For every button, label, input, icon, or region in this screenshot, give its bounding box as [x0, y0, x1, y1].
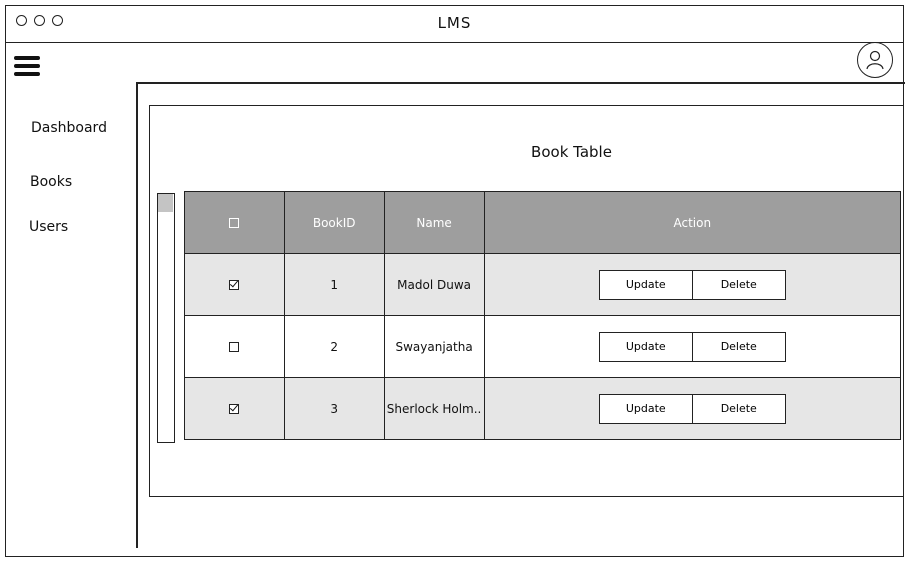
book-table: BookID Name Action 1 Madol Duwa Update D…	[184, 191, 902, 440]
sidebar-item-books[interactable]: Books	[30, 174, 73, 190]
action-cell: Update Delete	[483, 315, 902, 378]
book-id-cell: 1	[283, 253, 385, 316]
title-bar: LMS	[6, 6, 903, 43]
book-name-cell: Swayanjatha	[383, 315, 485, 378]
select-all-header	[184, 191, 285, 254]
minimize-window-button[interactable]	[34, 15, 45, 26]
book-table-panel: Book Table BookID Name Action	[149, 105, 904, 497]
close-window-button[interactable]	[16, 15, 27, 26]
book-id-cell: 3	[283, 377, 385, 440]
delete-button[interactable]: Delete	[691, 331, 786, 362]
row-checkbox[interactable]	[229, 280, 240, 290]
window-controls	[16, 15, 63, 26]
update-button[interactable]: Update	[598, 331, 693, 362]
user-avatar-icon[interactable]	[857, 42, 893, 78]
person-icon	[866, 50, 884, 70]
panel-title: Book Table	[531, 143, 612, 161]
delete-button[interactable]: Delete	[691, 269, 786, 300]
column-header-action: Action	[483, 191, 902, 254]
row-checkbox[interactable]	[229, 404, 240, 414]
hamburger-icon[interactable]	[14, 56, 40, 80]
window-title: LMS	[437, 14, 472, 32]
action-cell: Update Delete	[483, 253, 902, 316]
scrollbar-thumb[interactable]	[158, 194, 173, 212]
sidebar-divider	[136, 82, 138, 548]
vertical-scrollbar[interactable]	[157, 193, 175, 443]
action-cell: Update Delete	[483, 377, 902, 440]
update-button[interactable]: Update	[598, 393, 693, 424]
table-row: 2 Swayanjatha Update Delete	[184, 315, 902, 378]
column-header-name: Name	[383, 191, 485, 254]
row-checkbox[interactable]	[229, 342, 240, 352]
book-name-cell: Sherlock Holm..	[383, 377, 485, 440]
delete-button[interactable]: Delete	[691, 393, 786, 424]
select-all-checkbox[interactable]	[229, 218, 240, 228]
table-row: 3 Sherlock Holm.. Update Delete	[184, 377, 902, 440]
row-select-cell	[184, 315, 285, 378]
update-button[interactable]: Update	[598, 269, 693, 300]
content-top-divider	[137, 82, 905, 84]
table-header-row: BookID Name Action	[184, 191, 902, 254]
app-window: LMS Dashboard Books Users Book Table	[5, 5, 905, 557]
book-id-cell: 2	[283, 315, 385, 378]
row-select-cell	[184, 377, 285, 440]
maximize-window-button[interactable]	[52, 15, 63, 26]
sidebar-item-users[interactable]: Users	[29, 219, 69, 235]
table-row: 1 Madol Duwa Update Delete	[184, 253, 902, 316]
sidebar-item-dashboard[interactable]: Dashboard	[31, 120, 107, 136]
row-select-cell	[184, 253, 285, 316]
book-name-cell: Madol Duwa	[383, 253, 485, 316]
column-header-bookid: BookID	[283, 191, 385, 254]
